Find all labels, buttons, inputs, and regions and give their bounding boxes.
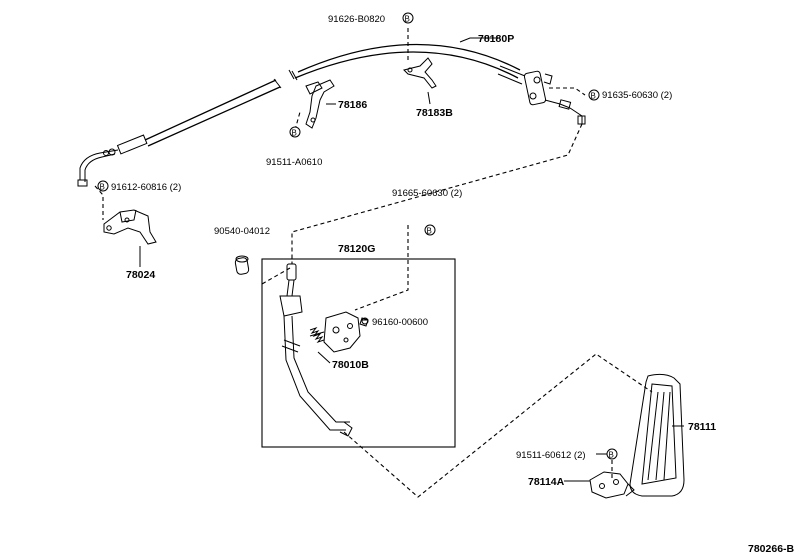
leader-lines [139,37,684,482]
label-90540-04012: 90540-04012 [214,226,270,237]
label-91635-60630: 91635-60630 (2) [602,90,672,101]
bolt-symbol-91635: B [588,89,600,101]
label-78024: 78024 [126,269,155,281]
washer-96160 [361,317,369,325]
bolt-symbol-91511b: B [606,448,618,460]
bolt-symbol-91665: B [424,224,436,236]
svg-text:B: B [609,451,614,460]
pedal-bracket [323,311,369,353]
label-78186: 78186 [338,99,367,111]
svg-text:B: B [100,183,105,192]
diagram-id: 780266-B [748,543,795,555]
bolt-symbol-91511a: B [289,126,301,138]
svg-text:B: B [427,227,432,236]
spring-78010b [309,326,325,344]
svg-text:B: B [292,129,297,138]
label-91626-b0820: 91626-B0820 [328,14,385,25]
label-91612-60816: 91612-60816 (2) [111,182,181,193]
accelerator-cable [77,43,586,187]
label-78183b: 78183B [416,107,453,119]
bracket-78114a [589,471,635,499]
svg-text:B: B [591,92,596,101]
label-78114a: 78114A [528,476,565,488]
pedal-pad-78111 [629,373,685,497]
label-78180p: 78180P [478,33,514,45]
bolt-symbol-91612: B [97,180,109,192]
bracket-78024 [103,209,157,245]
label-91665-60630: 91665-60630 (2) [392,188,462,199]
label-91511-60612: 91511-60612 (2) [516,450,586,461]
label-78010b: 78010B [332,359,369,371]
svg-text:B: B [405,15,410,24]
label-91511-a0610: 91511-A0610 [266,157,322,168]
bolt-symbol-91626: B [402,12,414,24]
clip-78183b [403,57,437,89]
pedal-arm [279,263,353,437]
label-78120g: 78120G [338,243,375,255]
assembly-box-78120g [261,258,456,448]
dashed-connectors [94,28,653,498]
label-78111: 78111 [688,421,716,433]
clamp-78186 [305,79,335,129]
label-96160-00600: 96160-00600 [372,317,428,328]
stopper-90540 [234,255,250,275]
